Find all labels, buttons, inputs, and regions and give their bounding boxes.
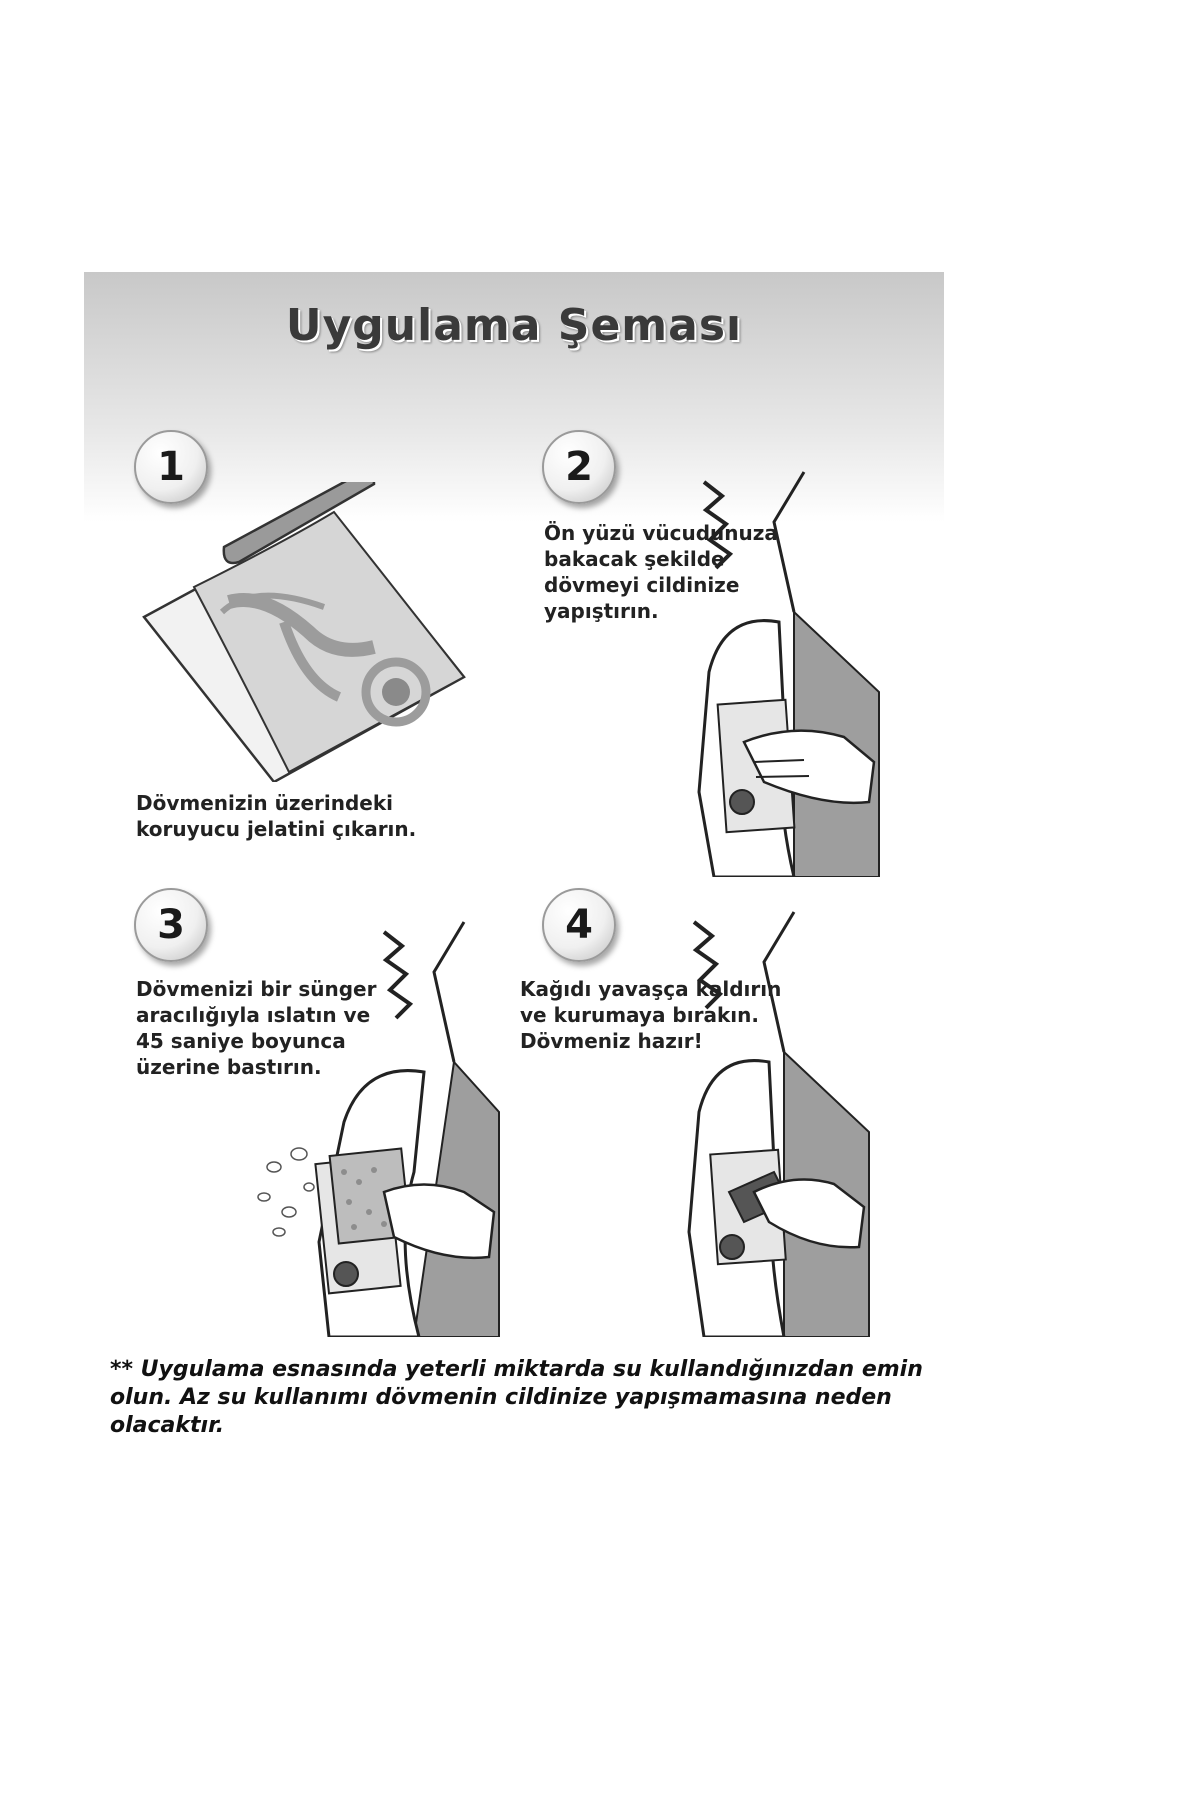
step-4-badge: 4 — [542, 888, 616, 962]
arm-sponge-illustration — [257, 921, 500, 1337]
instruction-sheet: Uygulama Şeması 1 Dövmenizin üzerindeki … — [84, 272, 944, 1472]
usage-note: ** Uygulama esnasında yeterli miktarda s… — [110, 1357, 923, 1438]
step-3-badge: 3 — [134, 888, 208, 962]
step-1-text: Dövmenizin üzerindeki koruyucu jelatini … — [136, 791, 417, 841]
step-3-text: Dövmenizi bir sünger aracılığıyla ıslatı… — [136, 977, 377, 1079]
tattoo-sheet-illustration — [142, 482, 466, 782]
arm-peel-illustration — [687, 911, 870, 1337]
step-2-text: Ön yüzü vücudunuza bakacak şekilde dövme… — [544, 521, 778, 623]
step-1-badge: 1 — [134, 430, 208, 504]
step-4-text: Kağıdı yavaşça kaldırın ve kurumaya bıra… — [520, 977, 782, 1053]
page-title: Uygulama Şeması — [285, 300, 743, 351]
step-2-badge: 2 — [542, 430, 616, 504]
arm-apply-illustration — [697, 471, 880, 877]
